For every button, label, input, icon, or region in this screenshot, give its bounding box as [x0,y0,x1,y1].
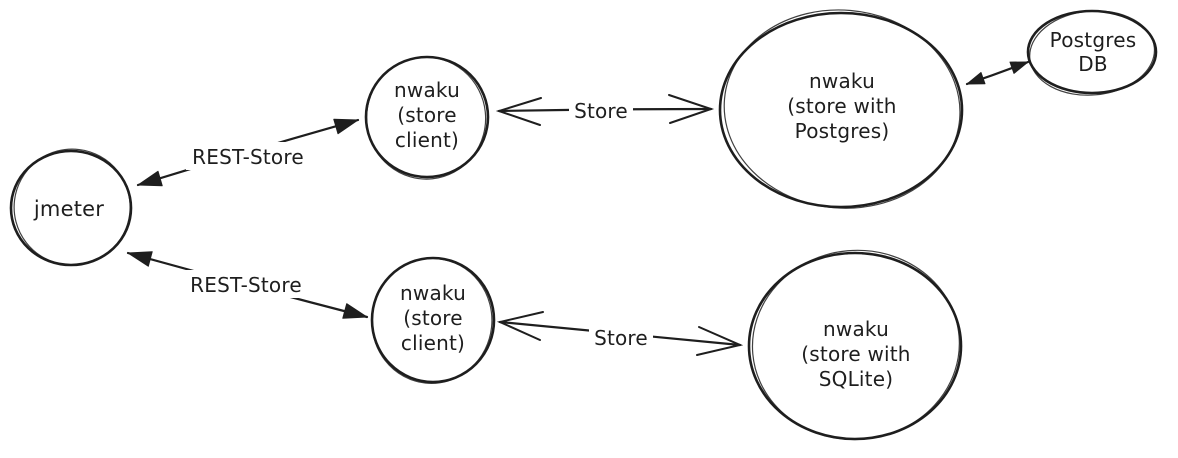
arrowhead-left [127,251,153,267]
node-jmeter[interactable]: jmeter [7,142,136,271]
node-label-line: client) [395,128,459,152]
edge-label-mask [589,324,653,351]
node-label: jmeter [33,197,104,221]
arrowhead-left [966,72,986,85]
node-ellipse-sketch [723,9,961,209]
edge-rest-store-top[interactable]: REST-Store [136,118,360,187]
edge-label[interactable]: REST-Store [192,145,304,169]
node-ellipse[interactable] [718,11,964,209]
node-store-postgres[interactable]: nwaku (store with Postgres) [716,0,968,218]
node-store-client-top[interactable]: nwaku (store client) [361,51,492,185]
node-label-line: nwaku [400,281,466,305]
node-ellipse-sketch [1029,10,1156,96]
edge-store-top[interactable]: Store [495,94,715,126]
edge-label-mask [186,142,310,170]
arrowhead-right [1009,61,1029,74]
node-postgres-db[interactable]: Postgres DB [1026,6,1158,101]
edge-label[interactable]: REST-Store [190,273,302,297]
node-label-line: client) [401,331,465,355]
node-label-line: (store with [801,342,910,366]
arrowhead-right [333,118,359,135]
node-ellipse-sketch [13,148,131,266]
node-label-line: Postgres) [795,119,890,143]
arrowhead-left [496,311,544,341]
arrowhead-right [342,303,368,319]
edge-label-mask [569,97,633,124]
node-label-line: nwaku [809,69,875,93]
edge-store-bottom[interactable]: Store [496,311,744,356]
edge-label[interactable]: Store [594,326,648,350]
edge-db-link[interactable] [965,60,1030,86]
node-label-line: nwaku [394,78,460,102]
node-ellipse-sketch [365,56,487,180]
arrowhead-left [495,97,542,126]
node-ellipse-sketch [751,249,960,441]
edge-label[interactable]: Store [574,99,628,123]
arrowhead-left [137,170,163,187]
node-label-line: SQLite) [819,367,894,391]
edge-rest-store-bottom[interactable]: REST-Store [126,251,369,319]
node-label-line: (store [397,103,457,127]
node-label-line: nwaku [823,317,889,341]
arrowhead-right [696,326,744,356]
node-label-line: DB [1078,52,1108,76]
arrowhead-right [668,94,715,124]
edge-label-mask [184,270,308,298]
node-label-line: Postgres [1050,28,1137,52]
node-store-client-bottom[interactable]: nwaku (store client) [366,252,498,389]
node-label-line: (store [403,306,463,330]
node-ellipse-sketch [371,257,493,384]
node-label-line: (store with [787,94,896,118]
node-store-sqlite[interactable]: nwaku (store with SQLite) [745,242,968,448]
